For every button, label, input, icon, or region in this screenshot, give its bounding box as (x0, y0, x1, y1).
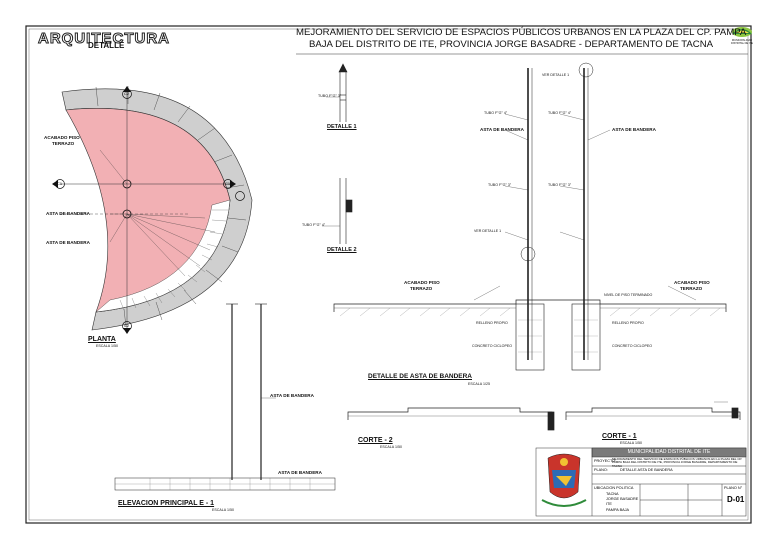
acabado-right: ACABADO PISO (674, 280, 710, 285)
tubo-label-2: TUBO F°G° 4" (548, 111, 572, 115)
mark-c1-right: C1 (225, 181, 231, 186)
tb-proyecto: MEJORAMIENTO DEL SERVICIO DE ESPACIOS PÚ… (612, 457, 742, 468)
detalle-2-title: DETALLE 2 (327, 247, 357, 253)
plan-label-terrazo: TERRAZO (52, 141, 75, 146)
plan-view (52, 86, 253, 334)
tb-proyecto-label: PROYECTO: (594, 459, 617, 463)
concreto-left: CONCRETO CICLOPEO (472, 344, 513, 348)
corte-1-scale: ESCALA 1/50 (620, 441, 642, 445)
terrazo-left: TERRAZO (410, 286, 433, 291)
relleno-left: RELLENO PROPIO (476, 321, 508, 325)
elevation-asta-label-2: ASTA DE BANDERA (278, 470, 322, 475)
tb-dist: ITE (606, 502, 612, 506)
mark-c1-left: C1 (57, 181, 63, 186)
mark-c2-bottom: C2 (124, 323, 130, 328)
tb-ccpp: PAMPA BAJA (606, 508, 630, 512)
ver-detalle-label: VER DETALLE 1 (474, 229, 502, 233)
detalle-2-tubo: TUBO F°G° 4" (302, 223, 326, 227)
detalle-1-tubo: TUBO F°G° 3" (318, 94, 342, 98)
section-title: ARQUITECTURA (38, 30, 170, 47)
tb-org: MUNICIPALIDAD DISTRITAL DE ITE (627, 449, 711, 455)
tb-prov: JORGE BASADRE (606, 497, 639, 501)
flagpole-base-icon (122, 179, 132, 189)
logo-text: MUNICIPALIDAD DISTRITAL DE ITE (730, 39, 754, 45)
nivel-label: NIVEL DE PISO TERMINADO (604, 293, 653, 297)
tb-plano: DETALLE ASTA DE BANDERA (620, 468, 673, 472)
tubo-label-3: TUBO F°G° 3" (488, 183, 512, 187)
section-subtitle: DETALLE (88, 41, 125, 50)
concreto-right: CONCRETO CICLOPEO (612, 344, 653, 348)
elevation-title: ELEVACION PRINCIPAL E - 1 (118, 500, 215, 507)
plan-label-asta-2: ASTA DE BANDERA (46, 240, 90, 245)
municipal-crest-icon (541, 453, 587, 507)
detalle-asta-scale: ESCALA 1/25 (468, 382, 490, 386)
inner-border (28, 28, 749, 521)
project-line-2: BAJA DEL DISTRITO DE ITE, PROVINCIA JORG… (308, 38, 714, 50)
relleno-right: RELLENO PROPIO (612, 321, 644, 325)
detalle-1-title: DETALLE 1 (327, 124, 357, 130)
detalle-asta-title: DETALLE DE ASTA DE BANDERA (368, 373, 472, 380)
corte-1-title: CORTE - 1 (602, 433, 637, 440)
project-line-1: MEJORAMIENTO DEL SERVICIO DE ESPACIOS PÚ… (296, 27, 747, 38)
elevation-scale: ESCALA 1/50 (212, 508, 234, 512)
tubo-label-4: TUBO F°G° 3" (548, 183, 572, 187)
tubo-label-1: TUBO F°G° 4" (484, 111, 508, 115)
tb-ubicacion: UBICACION POLITICA (594, 486, 634, 490)
tb-plano-no: D-01 (727, 495, 745, 504)
project-title: MEJORAMIENTO DEL SERVICIO DE ESPACIOS PÚ… (296, 27, 747, 50)
corte-2-title: CORTE - 2 (358, 437, 393, 444)
corte-1 (565, 401, 741, 420)
terrazo-right: TERRAZO (680, 286, 703, 291)
detalle-2 (322, 178, 353, 244)
outer-border (25, 25, 752, 524)
section-mark-c1-right2 (235, 191, 245, 201)
plan-label-acabado: ACABADO PISO (44, 135, 80, 140)
corte-2 (347, 407, 555, 431)
logo-icon (732, 27, 752, 37)
elevation-view (114, 303, 336, 491)
detalle-asta (333, 62, 727, 371)
tb-dep: TACNA (606, 492, 619, 496)
mark-c2-top: C2 (124, 91, 130, 96)
acabado-left: ACABADO PISO (404, 280, 440, 285)
asta-label-right: ASTA DE BANDERA (612, 127, 656, 132)
plan-scale: ESCALA 1/50 (96, 344, 118, 348)
ver-detalle-top: VER DETALLE 1 (542, 73, 570, 77)
plan-title: PLANTA (88, 336, 116, 343)
plan-label-asta-1: ASTA DE BANDERA (46, 211, 90, 216)
detalle-1 (326, 63, 348, 122)
asta-label-left: ASTA DE BANDERA (480, 127, 524, 132)
elevation-asta-label: ASTA DE BANDERA (270, 393, 314, 398)
corte-2-scale: ESCALA 1/50 (380, 445, 402, 449)
tb-plano-label: PLANO: (594, 468, 608, 472)
tb-plano-no-label: PLANO N° (724, 486, 743, 490)
